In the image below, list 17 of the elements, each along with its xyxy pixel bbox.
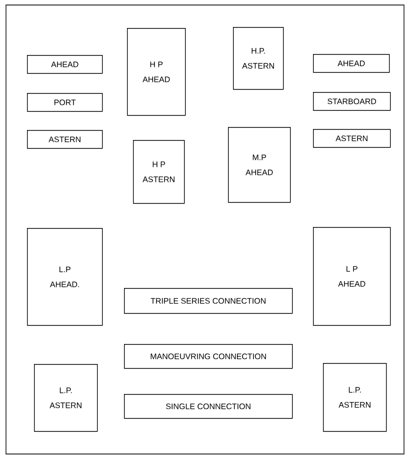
- label-box: H P ASTERN: [133, 140, 185, 204]
- label-box: H.P. ASTERN: [233, 27, 284, 90]
- label-box: L.P AHEAD.: [27, 228, 103, 326]
- label-plate: SINGLE CONNECTION: [124, 394, 293, 419]
- label-box: M.P AHEAD: [228, 127, 291, 203]
- label-box: L.P. ASTERN: [34, 364, 98, 432]
- label-plate: AHEAD: [27, 55, 103, 74]
- label-plate: ASTERN: [313, 129, 391, 148]
- label-box: H P AHEAD: [127, 28, 186, 116]
- label-box: L.P. ASTERN: [323, 363, 387, 432]
- label-plate: MANOEUVRING CONNECTION: [124, 344, 293, 369]
- label-plate: STARBOARD: [313, 92, 391, 111]
- label-plate: PORT: [27, 93, 103, 112]
- label-plate: TRIPLE SERIES CONNECTION: [124, 288, 293, 314]
- label-plate: AHEAD: [313, 54, 390, 73]
- label-box: L P AHEAD: [313, 227, 391, 326]
- label-plate: ASTERN: [27, 130, 103, 149]
